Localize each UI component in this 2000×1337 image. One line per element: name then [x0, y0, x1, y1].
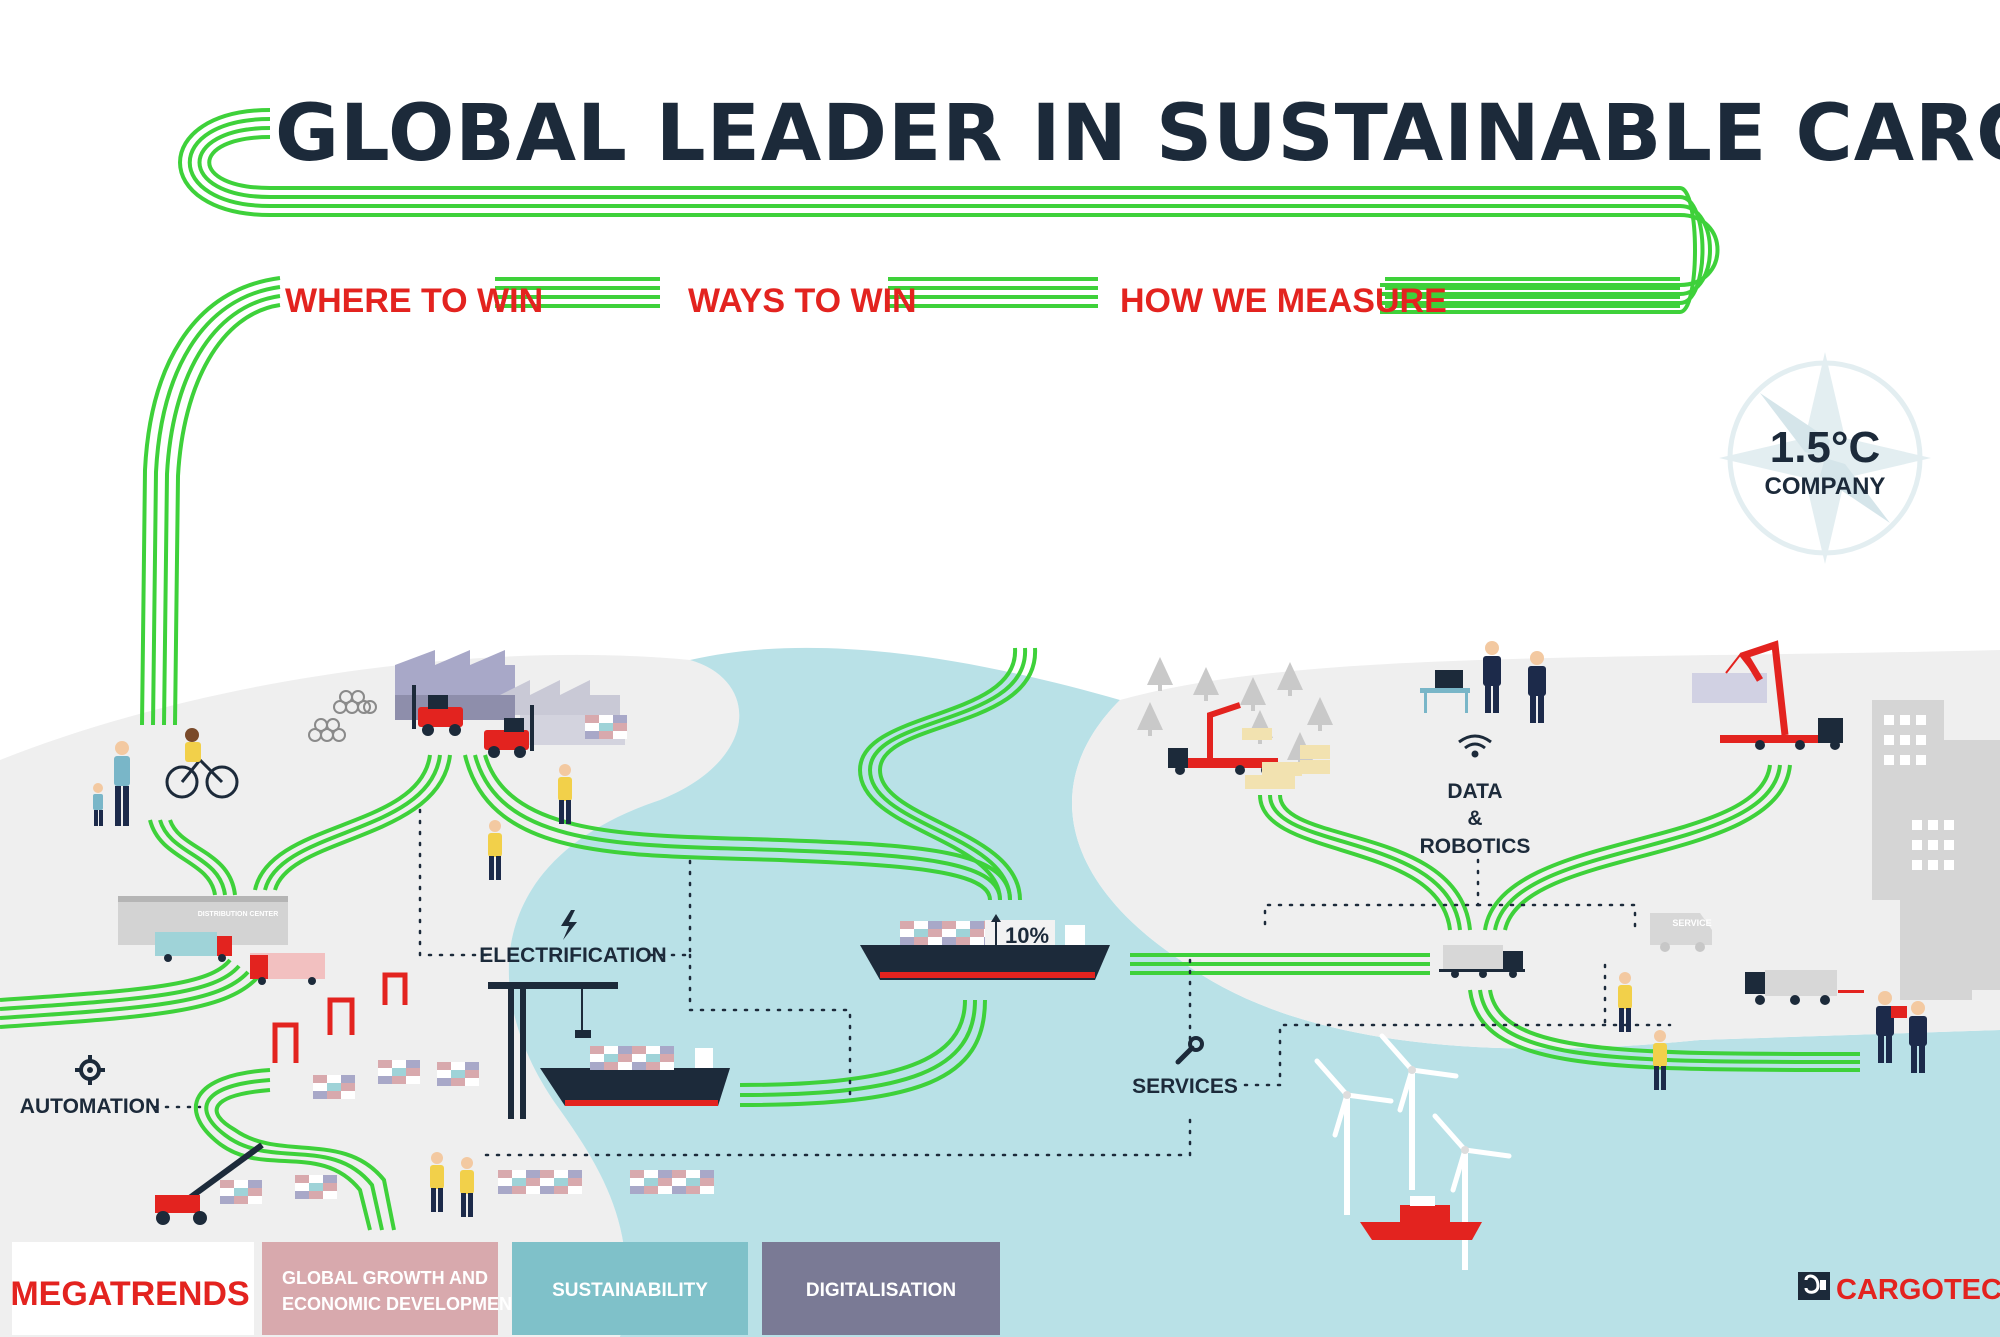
- flow-right-bottom: [1468, 989, 1861, 1072]
- cargotec-logo: CARGOTEC: [1798, 1272, 2000, 1306]
- delivery-people: [1876, 991, 1927, 1073]
- flow-segment-1: [495, 277, 660, 308]
- city-buildings: [1872, 700, 2000, 1000]
- badge-value: 1.5°C: [1770, 423, 1881, 472]
- forklift-2: [484, 705, 534, 758]
- legend-digitalisation: [762, 1242, 1000, 1335]
- container-lift-truck: [1692, 640, 1843, 750]
- flow-bottom-left: [0, 958, 259, 1029]
- city-windows: [1884, 715, 1954, 870]
- cargo-ship-upper: 10%: [860, 914, 1110, 980]
- ship-to-shore-crane: [488, 982, 618, 1119]
- distribution-center-sign: DISTRIBUTION CENTER: [198, 911, 279, 918]
- flow-factory-dc: [253, 754, 452, 891]
- legend-sustainability: [512, 1242, 748, 1335]
- forklift-1: [412, 685, 463, 736]
- landscape: [0, 647, 2000, 1337]
- legend-growth-line1: GLOBAL GROWTH AND: [282, 1268, 488, 1288]
- service-van: SERVICE: [1650, 913, 1712, 952]
- services-label: SERVICES: [1132, 1075, 1238, 1098]
- brand-name: CARGOTEC: [1836, 1274, 2000, 1306]
- flow-ship-right: [1130, 953, 1430, 975]
- flow-automation: [194, 1068, 396, 1231]
- flow-data-left: [1258, 794, 1472, 931]
- how-we-measure-label: HOW WE MEASURE: [1120, 282, 1447, 320]
- compass-badge: 1.5°C COMPANY: [1719, 352, 1931, 564]
- flow-to-dc: [148, 819, 237, 896]
- data-robotics-line2: &: [1467, 807, 1482, 830]
- lightning-icon: [561, 910, 577, 940]
- timber-stacks: [1245, 745, 1330, 789]
- main-flow-top: [178, 108, 1720, 287]
- legend-growth: [262, 1242, 498, 1335]
- dotted-connectors: [153, 808, 1672, 1157]
- ways-to-win-label: WAYS TO WIN: [688, 282, 917, 320]
- service-van-sign: SERVICE: [1672, 918, 1711, 928]
- megatrends-legend: MEGATRENDS GLOBAL GROWTH AND ECONOMIC DE…: [10, 1242, 1000, 1335]
- straddle-carriers: [272, 972, 408, 1063]
- cargo-ship-lower: [540, 1046, 730, 1106]
- reach-stacker: [155, 1142, 264, 1225]
- flow-data-right: [1483, 764, 1792, 931]
- cyclist-figure: [165, 728, 239, 799]
- automation-label: AUTOMATION: [20, 1095, 160, 1118]
- gear-icon: [75, 1055, 105, 1085]
- left-landmass: [0, 654, 740, 1337]
- cargotec-logo-icon: [1798, 1272, 1830, 1300]
- data-robotics-line3: ROBOTICS: [1420, 835, 1531, 858]
- where-to-win-label: WHERE TO WIN: [285, 282, 543, 320]
- office-desk: [1420, 670, 1470, 713]
- family-figure: [93, 741, 130, 826]
- flow-left-descent: [140, 276, 281, 726]
- flow-segment-2: [888, 277, 1098, 308]
- flow-top-river: [857, 647, 1038, 901]
- page-title: GLOBAL LEADER IN SUSTAINABLE CARGO FLOW: [275, 89, 2000, 179]
- wrench-icon: [1175, 1036, 1204, 1065]
- water-body: [508, 647, 2000, 1337]
- flow-lines: [0, 108, 1861, 1231]
- legend-digitalisation-label: DIGITALISATION: [806, 1280, 956, 1301]
- delivery-truck: [1745, 970, 1864, 1005]
- ship-marker-text: 10%: [1005, 923, 1049, 948]
- data-robotics-line1: DATA: [1447, 780, 1502, 803]
- compass-icon: [1719, 352, 1931, 564]
- pipe-bundles: [308, 690, 377, 742]
- legend-growth-line2: ECONOMIC DEVELOPMENT: [282, 1294, 523, 1314]
- legend-sustainability-label: SUSTAINABILITY: [552, 1280, 708, 1301]
- electrification-label: ELECTRIFICATION: [479, 944, 666, 967]
- badge-label: COMPANY: [1765, 473, 1886, 500]
- flow-ship-down: [739, 999, 987, 1107]
- flow-segment-3: [1385, 277, 1680, 308]
- megatrends-title: MEGATRENDS: [10, 1275, 249, 1313]
- wifi-icon: [1458, 734, 1492, 758]
- service-vessel: [1360, 1196, 1482, 1240]
- distribution-center: DISTRIBUTION CENTER: [118, 896, 325, 985]
